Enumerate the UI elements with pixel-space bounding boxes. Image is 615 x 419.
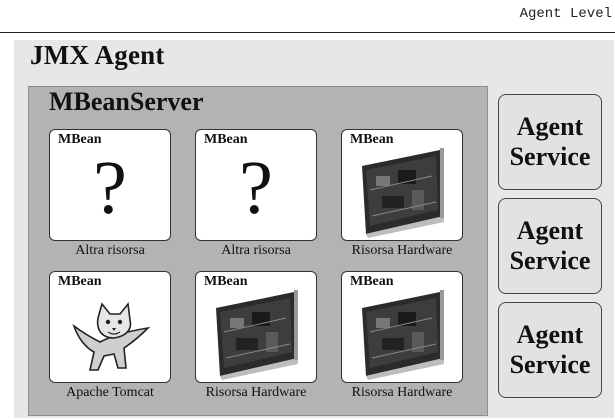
mbean-item: MBean Apache Tomcat	[49, 271, 197, 407]
mbean-caption: Risorsa Hardware	[351, 243, 453, 258]
hardware-card-icon	[362, 148, 444, 238]
agent-service-line2: Service	[509, 246, 591, 275]
agent-service-box: Agent Service	[498, 198, 602, 294]
mbean-label: MBean	[204, 132, 248, 147]
agent-service-line1: Agent	[516, 112, 584, 141]
mbean-label: MBean	[204, 274, 248, 289]
jmx-agent-title: JMX Agent	[30, 40, 165, 70]
agent-service-line1: Agent	[516, 320, 584, 349]
mbean-box: MBean	[341, 129, 463, 241]
agent-service-line1: Agent	[516, 216, 584, 245]
mbean-item: MBean ? Altra risorsa	[195, 129, 343, 265]
question-mark-icon: ?	[93, 146, 127, 230]
mbean-label: MBean	[350, 274, 394, 289]
mbean-box: MBean ?	[195, 129, 317, 241]
mbean-label: MBean	[58, 132, 102, 147]
hardware-card-icon	[216, 290, 298, 380]
agent-level-label: Agent Level	[519, 6, 612, 22]
mbean-box: MBean	[195, 271, 317, 383]
agent-service-line2: Service	[509, 142, 591, 171]
mbean-label: MBean	[350, 132, 394, 147]
mbean-caption: Risorsa Hardware	[351, 385, 453, 400]
mbean-item: MBean Risorsa Hardware	[341, 129, 489, 265]
agent-level-divider	[0, 32, 615, 33]
mbean-box: MBean ?	[49, 129, 171, 241]
jmx-agent-panel: JMX Agent MBeanServer MBean ? Altra riso…	[14, 40, 614, 418]
agent-service-line2: Service	[509, 350, 591, 379]
mbean-caption: Altra risorsa	[75, 243, 145, 258]
mbean-caption: Altra risorsa	[221, 243, 291, 258]
agent-service-box: Agent Service	[498, 302, 602, 398]
mbean-caption: Risorsa Hardware	[205, 385, 307, 400]
agent-service-box: Agent Service	[498, 94, 602, 190]
mbean-box: MBean	[341, 271, 463, 383]
question-mark-icon: ?	[239, 146, 273, 230]
mbeanserver-title: MBeanServer	[49, 87, 204, 116]
hardware-card-icon	[362, 290, 444, 380]
mbean-label: MBean	[58, 274, 102, 289]
mbean-box: MBean	[49, 271, 171, 383]
mbean-item: MBean ? Altra risorsa	[49, 129, 197, 265]
mbean-caption: Apache Tomcat	[66, 385, 154, 400]
tomcat-cat-icon	[72, 302, 151, 371]
mbean-item: MBean Risorsa Hardware	[341, 271, 489, 407]
mbeanserver-panel: MBeanServer MBean ? Altra risorsa MBean …	[28, 86, 488, 416]
mbean-item: MBean Risorsa Hardware	[195, 271, 343, 407]
